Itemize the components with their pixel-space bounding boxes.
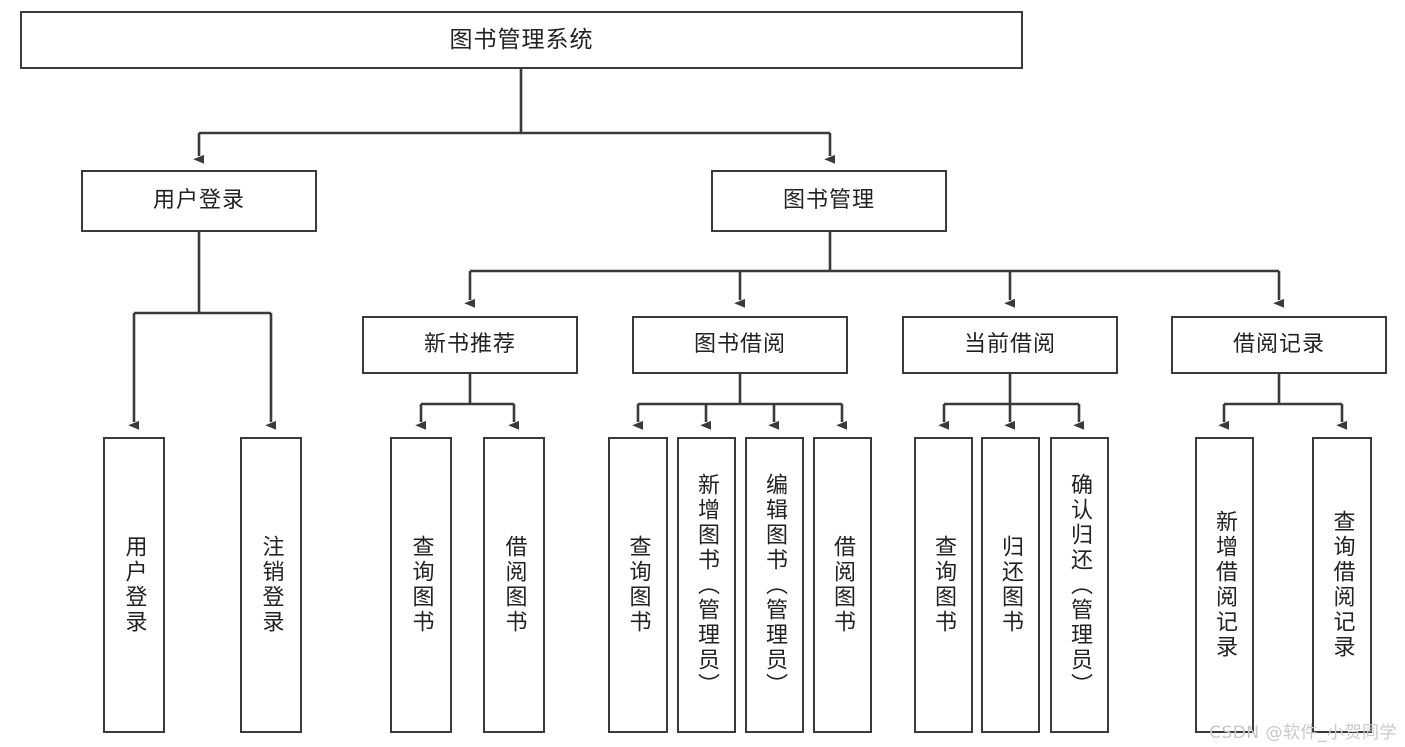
node-leaf-query-book-1[interactable]: 查询图书 bbox=[390, 437, 452, 733]
node-user-login[interactable]: 用户登录 bbox=[81, 170, 317, 232]
node-label: 借阅图书 bbox=[501, 535, 527, 635]
node-label: 图书借阅 bbox=[693, 332, 786, 358]
node-book-borrow[interactable]: 图书借阅 bbox=[632, 316, 848, 374]
node-label: 用户登录 bbox=[152, 188, 245, 214]
node-label: 图书管理系统 bbox=[449, 26, 594, 53]
node-leaf-logout-login[interactable]: 注销登录 bbox=[240, 437, 302, 733]
node-label: 归还图书 bbox=[998, 535, 1024, 635]
node-label: 用户登录 bbox=[121, 535, 147, 635]
node-label: 确认归还（管理员） bbox=[1067, 472, 1093, 698]
node-leaf-user-login[interactable]: 用户登录 bbox=[103, 437, 165, 733]
node-label: 查询图书 bbox=[931, 535, 957, 635]
node-label: 当前借阅 bbox=[963, 332, 1056, 358]
node-leaf-confirm-return[interactable]: 确认归还（管理员） bbox=[1050, 437, 1109, 733]
node-borrow-record[interactable]: 借阅记录 bbox=[1171, 316, 1387, 374]
node-leaf-return-book[interactable]: 归还图书 bbox=[981, 437, 1040, 733]
node-book-management[interactable]: 图书管理 bbox=[711, 170, 947, 232]
node-label: 查询图书 bbox=[408, 535, 434, 635]
node-label: 注销登录 bbox=[258, 535, 284, 635]
node-current-borrow[interactable]: 当前借阅 bbox=[902, 316, 1118, 374]
node-label: 借阅图书 bbox=[830, 535, 856, 635]
node-label: 图书管理 bbox=[782, 188, 875, 214]
node-leaf-add-record[interactable]: 新增借阅记录 bbox=[1195, 437, 1254, 733]
node-label: 编辑图书（管理员） bbox=[762, 472, 788, 698]
node-leaf-query-record[interactable]: 查询借阅记录 bbox=[1312, 437, 1372, 733]
node-label: 查询借阅记录 bbox=[1329, 510, 1355, 660]
node-leaf-query-book-2[interactable]: 查询图书 bbox=[608, 437, 668, 733]
node-label: 新增图书（管理员） bbox=[694, 472, 720, 698]
node-label: 新增借阅记录 bbox=[1212, 510, 1238, 660]
node-label: 借阅记录 bbox=[1232, 332, 1325, 358]
node-leaf-add-book[interactable]: 新增图书（管理员） bbox=[677, 437, 736, 733]
node-new-book-recommend[interactable]: 新书推荐 bbox=[362, 316, 578, 374]
node-root-system[interactable]: 图书管理系统 bbox=[20, 11, 1023, 69]
node-label: 查询图书 bbox=[625, 535, 651, 635]
watermark-text: CSDN @软件_小贺同学 bbox=[1209, 723, 1397, 743]
node-leaf-edit-book[interactable]: 编辑图书（管理员） bbox=[745, 437, 804, 733]
node-leaf-query-book-3[interactable]: 查询图书 bbox=[914, 437, 973, 733]
node-leaf-borrow-book-1[interactable]: 借阅图书 bbox=[483, 437, 545, 733]
node-leaf-borrow-book-2[interactable]: 借阅图书 bbox=[813, 437, 872, 733]
node-label: 新书推荐 bbox=[423, 332, 516, 358]
